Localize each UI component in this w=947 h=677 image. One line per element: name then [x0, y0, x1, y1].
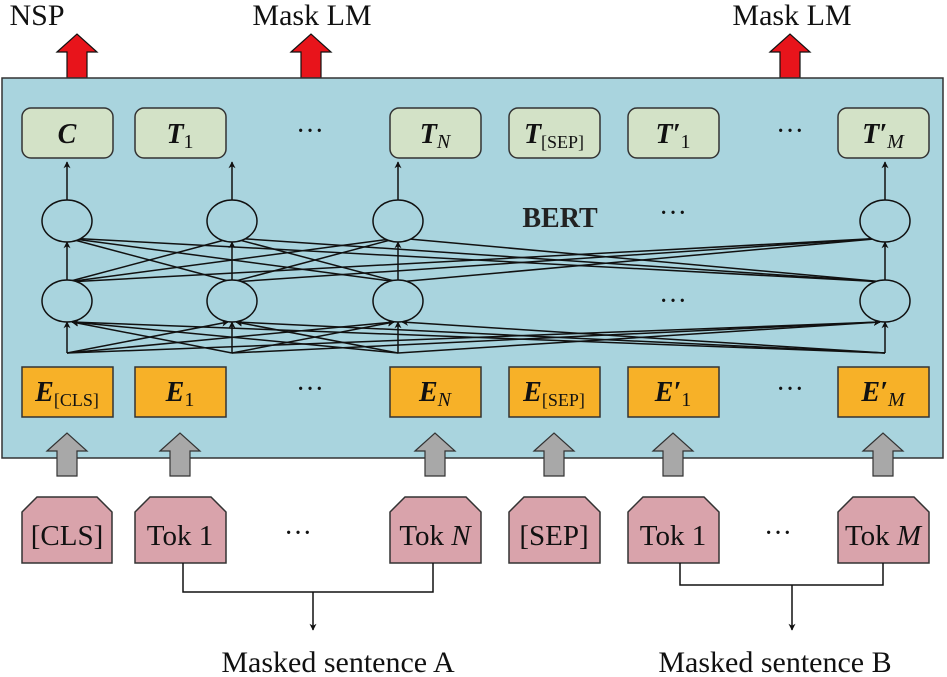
token-sep-label: [SEP] [519, 520, 588, 552]
hidden-ellipsis-b: ··· [776, 116, 804, 147]
hidden-output-row: C T1 ··· TN T[SEP] T′1 ··· T′M [21, 107, 930, 159]
input-arrow-sep [532, 432, 576, 477]
embedding-box-e1 [134, 366, 227, 418]
token-box-sep [508, 496, 601, 564]
embedding-en-label: EN [418, 377, 453, 411]
embedding-e1-label: E1 [165, 377, 195, 411]
hidden-box-t1 [134, 107, 227, 159]
embedding-ellipsis-a: ··· [296, 374, 324, 405]
sentence-brackets [182, 563, 884, 631]
embedding-box-cls [21, 366, 114, 418]
node-layer1-2 [206, 279, 258, 323]
token-tokm-label: Tok M [845, 520, 923, 552]
token-box-tok1-a [134, 496, 227, 564]
node-layer2-4 [859, 199, 911, 243]
hidden-box-t1-prime [627, 107, 720, 159]
output-arrows [55, 33, 812, 79]
bracket-sentence-a [182, 563, 434, 593]
node-layer1-4 [859, 279, 911, 323]
input-arrow-tok1-a [158, 432, 202, 477]
sentence-b-label: Masked sentence B [658, 646, 891, 677]
input-arrow-tokn [413, 432, 457, 477]
embedding-box-em-prime [837, 366, 930, 418]
token-tok1-b-label: Tok 1 [640, 520, 706, 552]
hidden-box-tsep [508, 107, 601, 159]
token-box-tokm [837, 496, 930, 564]
token-tokn-label: Tok N [399, 520, 472, 552]
hidden-t1-label: T1 [166, 119, 193, 153]
mask-lm-label-a: Mask LM [252, 0, 371, 32]
embedding-to-layer1-connections [63, 318, 889, 354]
mask-lm-output-arrow-b [768, 33, 812, 79]
hidden-tm-prime-label: T′M [862, 119, 905, 153]
bracket-sentence-b [679, 563, 884, 586]
hidden-ellipsis-a: ··· [296, 116, 324, 147]
layer2-to-output-arrows [63, 161, 889, 200]
token-ellipsis-a: ··· [284, 518, 312, 549]
embedding-box-en [389, 366, 482, 418]
mask-lm-label-b: Mask LM [732, 0, 851, 32]
embedding-sep-label: E[SEP] [522, 377, 585, 410]
token-box-cls [21, 496, 113, 564]
token-cls-label: [CLS] [31, 520, 104, 552]
nsp-label: NSP [9, 0, 64, 32]
node-layer2-2 [206, 199, 258, 243]
input-arrow-tok1-b [651, 432, 695, 477]
embedding-box-sep [508, 366, 601, 418]
ellipsis-layer2: ··· [659, 198, 687, 229]
hidden-tsep-label: T[SEP] [524, 119, 584, 152]
embedding-row: E[CLS] E1 ··· EN E[SEP] E′1 ··· E′M [21, 366, 930, 418]
hidden-c-label: C [58, 119, 77, 150]
embedding-ellipsis-b: ··· [776, 374, 804, 405]
ellipsis-layer1: ··· [659, 286, 687, 317]
token-tok1-a-label: Tok 1 [147, 520, 213, 552]
input-arrows [45, 432, 905, 477]
node-layer2-3 [372, 199, 424, 243]
token-ellipsis-b: ··· [764, 518, 792, 549]
node-layer2-1 [41, 199, 93, 243]
hidden-box-tn [389, 107, 482, 159]
hidden-box-tm-prime [837, 107, 930, 159]
embedding-em-prime-label: E′M [860, 377, 906, 411]
bert-label: BERT [522, 203, 598, 234]
layer1-to-layer2-connections [63, 237, 889, 283]
input-arrow-tokm [861, 432, 905, 477]
transformer-nodes [41, 199, 911, 323]
node-layer1-3 [372, 279, 424, 323]
sentence-a-label: Masked sentence A [221, 646, 455, 677]
input-arrow-cls [45, 432, 89, 477]
token-box-tok1-b [627, 496, 720, 564]
hidden-box-c [21, 107, 114, 159]
mask-lm-output-arrow-a [289, 33, 333, 79]
hidden-tn-label: TN [420, 119, 452, 153]
embedding-box-e1-prime [627, 366, 720, 418]
node-layer1-1 [41, 279, 93, 323]
token-box-tokn [389, 496, 482, 564]
embedding-cls-label: E[CLS] [34, 377, 99, 410]
nsp-output-arrow [55, 33, 99, 79]
embedding-e1-prime-label: E′1 [654, 377, 692, 411]
token-row [21, 496, 930, 564]
hidden-t1-prime-label: T′1 [656, 119, 691, 153]
